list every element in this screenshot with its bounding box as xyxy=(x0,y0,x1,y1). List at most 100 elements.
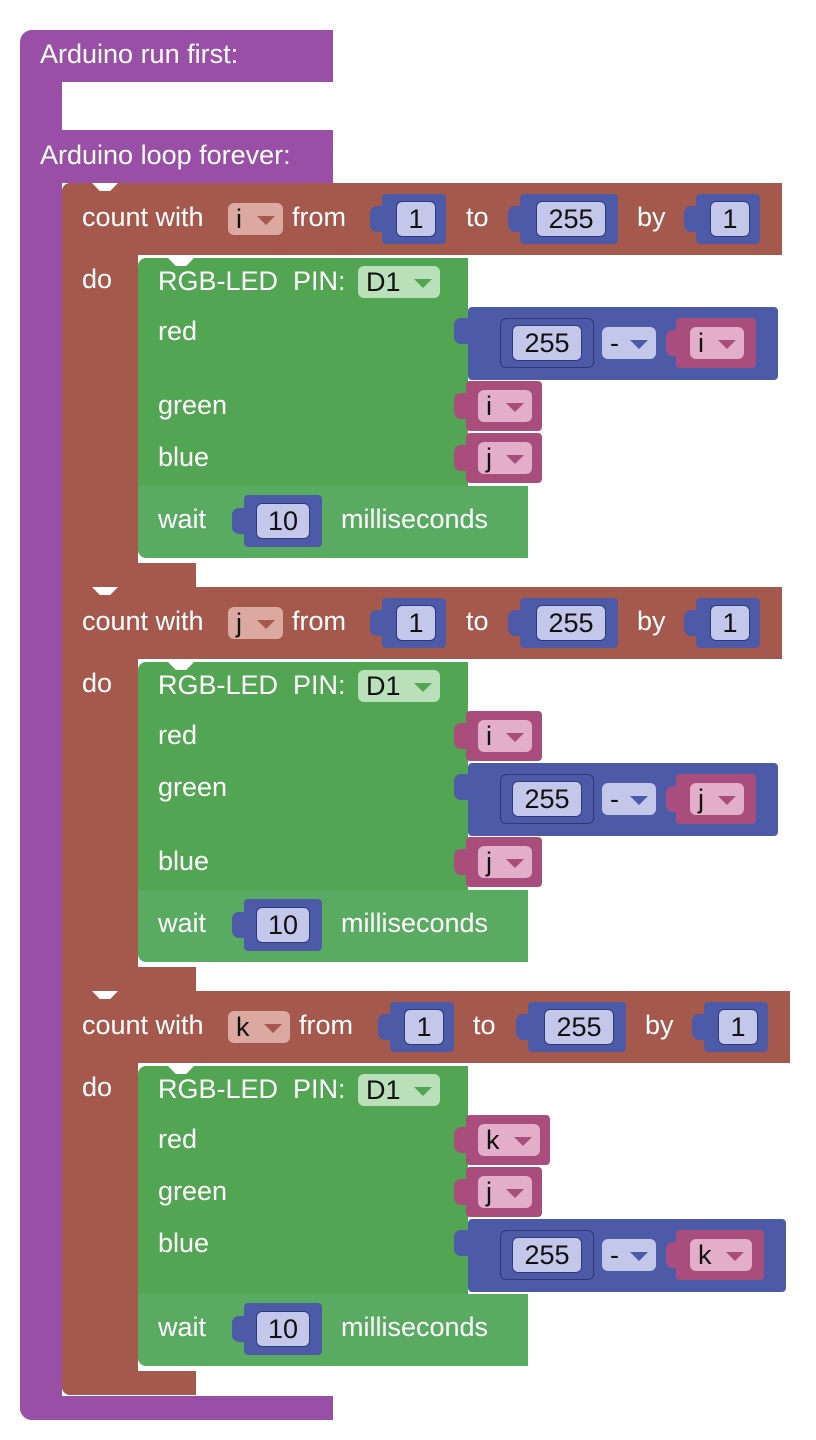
loop-1-from-value[interactable]: 1 xyxy=(396,201,436,237)
chevron-down-icon xyxy=(414,279,432,288)
led-3-blue-var-dropdown[interactable]: k xyxy=(690,1239,752,1271)
loop-1-to-value[interactable]: 255 xyxy=(536,201,606,237)
wait-1-block[interactable] xyxy=(138,486,528,558)
wait-2-label: wait xyxy=(158,908,207,938)
loop-1-by-value[interactable]: 1 xyxy=(710,201,750,237)
led-1-red-var-dropdown[interactable]: i xyxy=(690,327,744,359)
loop-3-spine xyxy=(62,1061,138,1395)
loop-3-var-dropdown[interactable]: k xyxy=(228,1011,290,1043)
led-3-green-var: j xyxy=(486,1177,492,1207)
led-1-blue-var: j xyxy=(486,443,492,473)
wait-2-block[interactable] xyxy=(138,890,528,962)
loop-1-spine xyxy=(62,253,138,587)
loop-1-foot xyxy=(62,563,196,587)
led-2-red-var: i xyxy=(486,721,492,751)
led-2-green-var: j xyxy=(698,784,704,814)
led-3-pin: D1 xyxy=(366,1075,401,1105)
wait-3-block[interactable] xyxy=(138,1294,528,1366)
loop-2-by-tab xyxy=(684,610,698,636)
loop-1-var: i xyxy=(236,204,242,234)
led-1-title: RGB-LED xyxy=(158,266,279,296)
led-3-red-label: red xyxy=(158,1124,198,1154)
loop-2-foot xyxy=(62,967,196,991)
led-2-pin: D1 xyxy=(366,671,401,701)
led-1-green-var: i xyxy=(486,391,492,421)
wait-1-value[interactable]: 10 xyxy=(256,503,310,539)
arduino-hat-bottom-bar xyxy=(20,1396,333,1420)
loop-1-by-tab xyxy=(684,206,698,232)
loop-1-to-label: to xyxy=(466,202,489,232)
led-3-green-var-dropdown[interactable]: j xyxy=(478,1176,532,1208)
led-1-red-num-field[interactable]: 255 xyxy=(512,325,582,361)
led-2-red-label: red xyxy=(158,720,198,750)
led-2-green-var-dropdown[interactable]: j xyxy=(690,783,744,815)
wait-2-value[interactable]: 10 xyxy=(256,907,310,943)
led-2-blue-var-dropdown[interactable]: j xyxy=(478,846,532,878)
led-3-pin-dropdown[interactable]: D1 xyxy=(358,1074,440,1106)
loop-2-var: j xyxy=(236,608,242,638)
led-1-blue-var-dropdown[interactable]: j xyxy=(478,442,532,474)
chevron-down-icon xyxy=(264,1024,282,1033)
arduino-hat-spine xyxy=(20,80,62,1420)
led-2-op: - xyxy=(610,784,619,814)
loop-1-from-label: from xyxy=(292,202,346,232)
led-1-pin-dropdown[interactable]: D1 xyxy=(358,266,440,298)
wait-3-label: wait xyxy=(158,1312,207,1342)
led-2-green-num[interactable]: 255 xyxy=(512,781,582,817)
led-1-green-label: green xyxy=(158,390,228,420)
loop-2-var-dropdown[interactable]: j xyxy=(228,607,283,639)
led-1-green-var-dropdown[interactable]: i xyxy=(478,390,532,422)
loop-2-to-value[interactable]: 255 xyxy=(536,605,606,641)
loop-2-by-value[interactable]: 1 xyxy=(710,605,750,641)
chevron-down-icon xyxy=(726,1252,744,1261)
led-1-red-label: red xyxy=(158,316,198,346)
led-1-pin-label: PIN: xyxy=(293,266,346,296)
led-3-blue-num-tab xyxy=(484,1242,498,1268)
wait-1-tab xyxy=(232,508,246,534)
led-1-green-tab xyxy=(454,393,468,419)
wait-3-value[interactable]: 10 xyxy=(256,1311,310,1347)
led-3-blue-num[interactable]: 255 xyxy=(512,1237,582,1273)
led-3-green-tab xyxy=(454,1179,468,1205)
loop-1-to-tab xyxy=(508,206,522,232)
led-2-red-tab xyxy=(454,723,468,749)
led-3-blue-var: k xyxy=(698,1240,712,1270)
chevron-down-icon xyxy=(506,455,524,464)
loop-1-from-tab xyxy=(370,206,384,232)
led-1-red-tab xyxy=(454,318,468,344)
arduino-hat-block[interactable] xyxy=(20,30,333,82)
loop-1-count-with-label: count with xyxy=(82,202,204,232)
loop-2-from-value[interactable]: 1 xyxy=(396,605,436,641)
loop-3-by-value[interactable]: 1 xyxy=(718,1009,758,1045)
led-2-title: RGB-LED xyxy=(158,670,279,700)
loop-3-from-value[interactable]: 1 xyxy=(404,1009,444,1045)
loop-2-to-label: to xyxy=(466,606,489,636)
loop-3-to-value[interactable]: 255 xyxy=(544,1009,614,1045)
chevron-down-icon xyxy=(718,340,736,349)
led-2-red-var-dropdown[interactable]: i xyxy=(478,720,532,752)
led-3-red-var-dropdown[interactable]: k xyxy=(478,1124,540,1156)
loop-2-from-label: from xyxy=(292,606,346,636)
loop-2-to-tab xyxy=(508,610,522,636)
loop-1-var-dropdown[interactable]: i xyxy=(228,203,283,235)
setup-empty-slot[interactable] xyxy=(62,82,333,130)
loop-3-do-label: do xyxy=(82,1072,113,1102)
loop-label: Arduino loop forever: xyxy=(40,140,291,170)
led-1-red-num-tab xyxy=(484,330,498,356)
led-3-red-var: k xyxy=(486,1125,500,1155)
loop-2-do-label: do xyxy=(82,668,113,698)
led-2-blue-label: blue xyxy=(158,846,210,876)
led-1-op-dropdown[interactable]: - xyxy=(602,327,656,359)
wait-3-unit: milliseconds xyxy=(341,1312,489,1342)
led-2-op-dropdown[interactable]: - xyxy=(602,783,656,815)
chevron-down-icon xyxy=(257,620,275,629)
led-3-op-dropdown[interactable]: - xyxy=(602,1239,656,1271)
led-3-red-tab xyxy=(454,1127,468,1153)
loop-3-from-tab xyxy=(378,1014,392,1040)
led-2-notch xyxy=(168,662,194,670)
led-1-blue-label: blue xyxy=(158,442,210,472)
loop-2-by-label: by xyxy=(637,606,666,636)
loop-3-by-tab xyxy=(692,1014,706,1040)
led-2-green-num-tab xyxy=(484,786,498,812)
led-2-pin-dropdown[interactable]: D1 xyxy=(358,670,440,702)
